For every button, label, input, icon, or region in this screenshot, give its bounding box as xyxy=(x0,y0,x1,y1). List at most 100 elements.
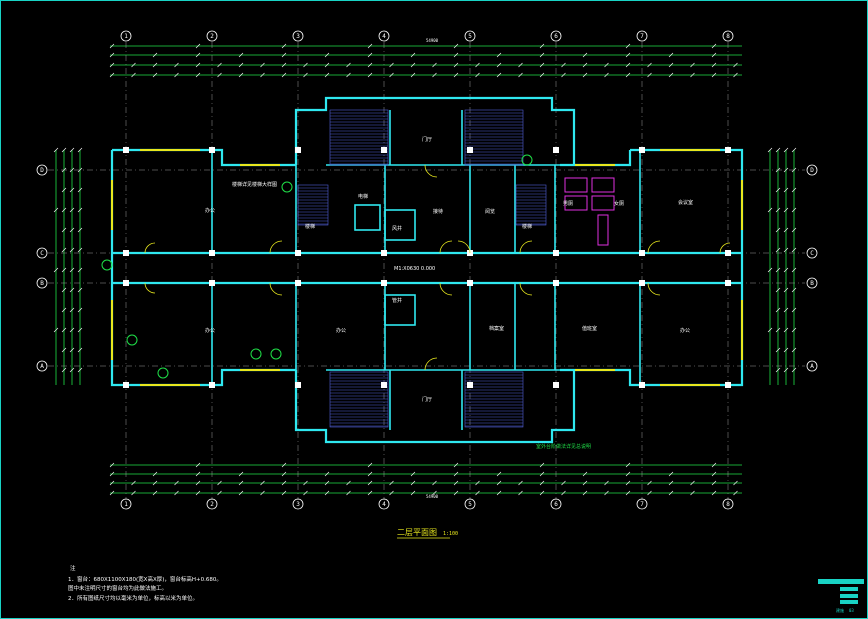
grid-bubble: 7 xyxy=(636,498,648,510)
section-markers xyxy=(101,154,533,379)
grid-bubble: A xyxy=(806,360,818,372)
stair-hatching xyxy=(297,109,547,428)
column xyxy=(123,382,129,388)
grid-bubble: 5 xyxy=(464,30,476,42)
column xyxy=(725,147,731,153)
grid-bubbles-left: D C B A xyxy=(36,164,48,372)
room-label: 阅览 xyxy=(485,208,495,215)
column xyxy=(639,250,645,256)
grid-bubble: D xyxy=(806,164,818,176)
column xyxy=(381,250,387,256)
grid-bubbles-right: D C B A xyxy=(806,164,818,372)
room-label: 楼梯 xyxy=(305,223,315,230)
bottom-note: 室外台阶做法详见总说明 xyxy=(536,443,591,450)
grid-bubble: A xyxy=(36,360,48,372)
grid-bubble: 8 xyxy=(722,498,734,510)
sheet-label: 建施 xyxy=(836,607,844,613)
room-label: 门厅 xyxy=(422,136,432,143)
structural-columns xyxy=(123,147,731,388)
room-label: 楼梯 xyxy=(522,223,532,230)
grid-bubble-label: 2 xyxy=(210,501,214,508)
grid-bubble: 3 xyxy=(292,30,304,42)
right-dimension-lines xyxy=(767,147,797,385)
grid-bubble: B xyxy=(36,277,48,289)
drawing-title-group: 二层平面图 1:100 xyxy=(397,528,458,539)
room-label: 管井 xyxy=(392,297,402,304)
room-label: 办公 xyxy=(680,327,690,334)
grid-bubble-label: 4 xyxy=(382,501,386,508)
grid-bubble-label: 6 xyxy=(554,501,558,508)
grid-bubble: C xyxy=(806,247,818,259)
room-label: 档案室 xyxy=(489,325,504,332)
column xyxy=(123,280,129,286)
grid-bubble: D xyxy=(36,164,48,176)
grid-bubble-label: 5 xyxy=(468,33,472,40)
drawing-title: 二层平面图 xyxy=(397,528,437,537)
column xyxy=(381,280,387,286)
column xyxy=(639,382,645,388)
grid-bubble: 3 xyxy=(292,498,304,510)
left-dimension-lines xyxy=(53,147,83,385)
room-label: 办公 xyxy=(205,327,215,334)
column xyxy=(553,250,559,256)
drawing-scale: 1:100 xyxy=(443,531,458,537)
grid-bubble-label: 3 xyxy=(296,501,300,508)
room-label: 女厕 xyxy=(614,200,624,207)
room-label: 办公 xyxy=(336,327,346,334)
notes-line-1: 1．窗台：680X1100X180(宽X高X厚)，窗台标高H+0.680。 xyxy=(68,575,222,583)
grid-bubble-label: B xyxy=(810,280,814,287)
notes-heading: 注 xyxy=(70,564,76,572)
column xyxy=(123,250,129,256)
total-dimension-top: 54900 xyxy=(426,38,439,43)
column xyxy=(123,147,129,153)
column xyxy=(725,382,731,388)
column xyxy=(295,280,301,286)
grid-bubble-label: 3 xyxy=(296,33,300,40)
grid-bubble-label: 4 xyxy=(382,33,386,40)
grid-bubble: 6 xyxy=(550,498,562,510)
grid-bubble: C xyxy=(36,247,48,259)
window-openings xyxy=(111,149,743,386)
room-label: 风井 xyxy=(392,225,402,232)
grid-bubble: 4 xyxy=(378,30,390,42)
column xyxy=(381,382,387,388)
grid-bubble-label: D xyxy=(810,167,814,174)
column xyxy=(639,147,645,153)
stair-note: 楼梯详见楼梯大样图 xyxy=(232,181,277,188)
grid-bubble-label: 2 xyxy=(210,33,214,40)
bottom-dimension-lines xyxy=(109,462,742,496)
column xyxy=(725,250,731,256)
column xyxy=(295,382,301,388)
grid-bubble-label: 1 xyxy=(124,501,128,508)
grid-bubble-label: C xyxy=(40,250,44,257)
column xyxy=(467,147,473,153)
grid-bubble: 4 xyxy=(378,498,390,510)
column xyxy=(209,147,215,153)
column xyxy=(553,280,559,286)
grid-bubble-label: D xyxy=(40,167,44,174)
grid-bubble: B xyxy=(806,277,818,289)
notes-line-3: 2．所有图纸尺寸均以毫米为单位，标高以米为单位。 xyxy=(68,594,198,602)
column xyxy=(553,147,559,153)
title-block: 建施 03 xyxy=(818,579,864,613)
grid-bubble: 7 xyxy=(636,30,648,42)
grid-bubble: 2 xyxy=(206,498,218,510)
grid-bubble-label: B xyxy=(40,280,44,287)
grid-bubble-label: 7 xyxy=(640,33,644,40)
grid-bubble: 8 xyxy=(722,30,734,42)
center-tag: M1:X0630 0.000 xyxy=(394,266,435,272)
room-labels: 办公 办公 办公 办公 会议室 接待 阅览 档案室 男厕 女厕 值班室 电梯 楼… xyxy=(205,136,693,403)
column xyxy=(639,280,645,286)
grid-bubble-label: A xyxy=(810,363,814,370)
toilet-fixtures xyxy=(564,177,615,246)
total-dimension-bottom: 54900 xyxy=(426,494,439,499)
door-swings xyxy=(144,164,731,371)
room-label: 门厅 xyxy=(422,396,432,403)
sheet-number: 03 xyxy=(849,608,854,613)
grid-bubble-label: 6 xyxy=(554,33,558,40)
grid-bubble: 1 xyxy=(120,30,132,42)
grid-bubble-label: 8 xyxy=(726,33,730,40)
column xyxy=(381,147,387,153)
room-label: 接待 xyxy=(433,208,443,215)
column xyxy=(295,147,301,153)
